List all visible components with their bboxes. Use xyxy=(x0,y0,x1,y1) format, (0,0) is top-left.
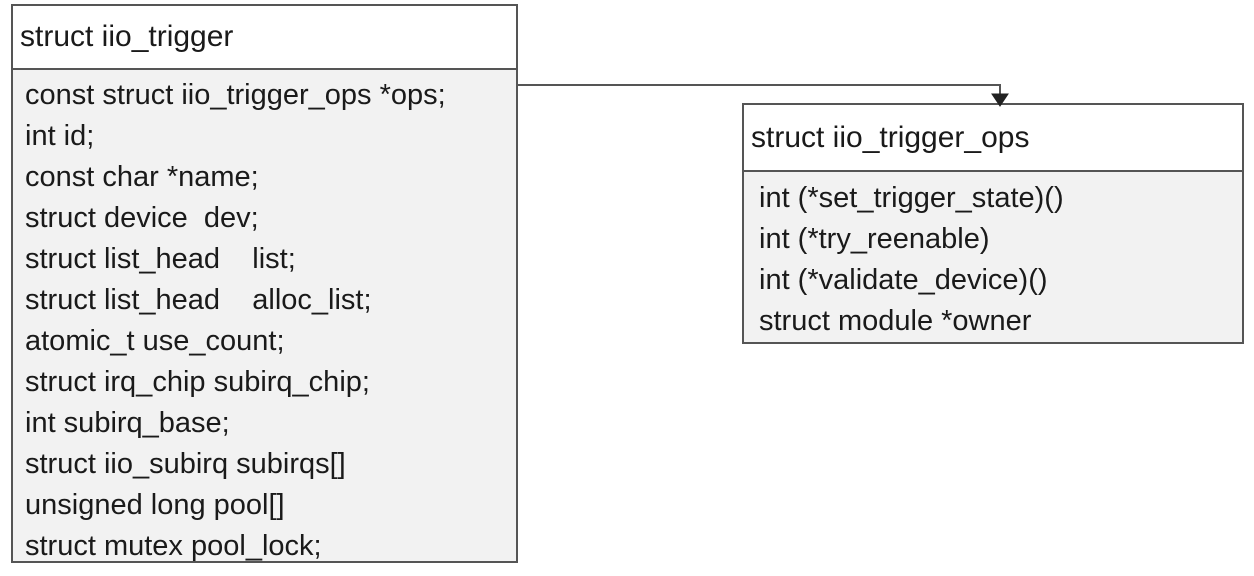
field-row: int (*try_reenable) xyxy=(759,223,990,255)
class-title-iio-trigger: struct iio_trigger xyxy=(20,20,234,53)
class-header-iio-trigger: struct iio_trigger xyxy=(13,6,516,70)
field-row: struct list_head list; xyxy=(25,243,296,275)
field-row: struct iio_subirq subirqs[] xyxy=(25,448,346,480)
field-row: int id; xyxy=(25,120,95,152)
field-row: const struct iio_trigger_ops *ops; xyxy=(25,79,446,111)
field-row: int subirq_base; xyxy=(25,407,230,439)
class-title-iio-trigger-ops: struct iio_trigger_ops xyxy=(751,120,1030,154)
field-row: atomic_t use_count; xyxy=(25,325,285,357)
connector-line xyxy=(518,84,1001,95)
field-row: struct irq_chip subirq_chip; xyxy=(25,366,370,398)
field-row: unsigned long pool[] xyxy=(25,489,285,521)
field-row: int (*set_trigger_state)() xyxy=(759,182,1064,214)
class-fields-iio-trigger-ops: int (*set_trigger_state)() int (*try_ree… xyxy=(744,172,1242,342)
class-fields-iio-trigger: const struct iio_trigger_ops *ops; int i… xyxy=(13,70,516,562)
field-row: int (*validate_device)() xyxy=(759,264,1048,296)
class-box-iio-trigger[interactable]: struct iio_trigger const struct iio_trig… xyxy=(11,4,518,563)
class-box-iio-trigger-ops[interactable]: struct iio_trigger_ops int (*set_trigger… xyxy=(742,103,1244,344)
field-row: const char *name; xyxy=(25,161,259,193)
class-header-iio-trigger-ops: struct iio_trigger_ops xyxy=(744,105,1242,172)
field-row: struct list_head alloc_list; xyxy=(25,284,372,316)
field-row: struct module *owner xyxy=(759,305,1032,337)
field-row: struct mutex pool_lock; xyxy=(25,530,322,562)
field-row: struct device dev; xyxy=(25,202,259,234)
